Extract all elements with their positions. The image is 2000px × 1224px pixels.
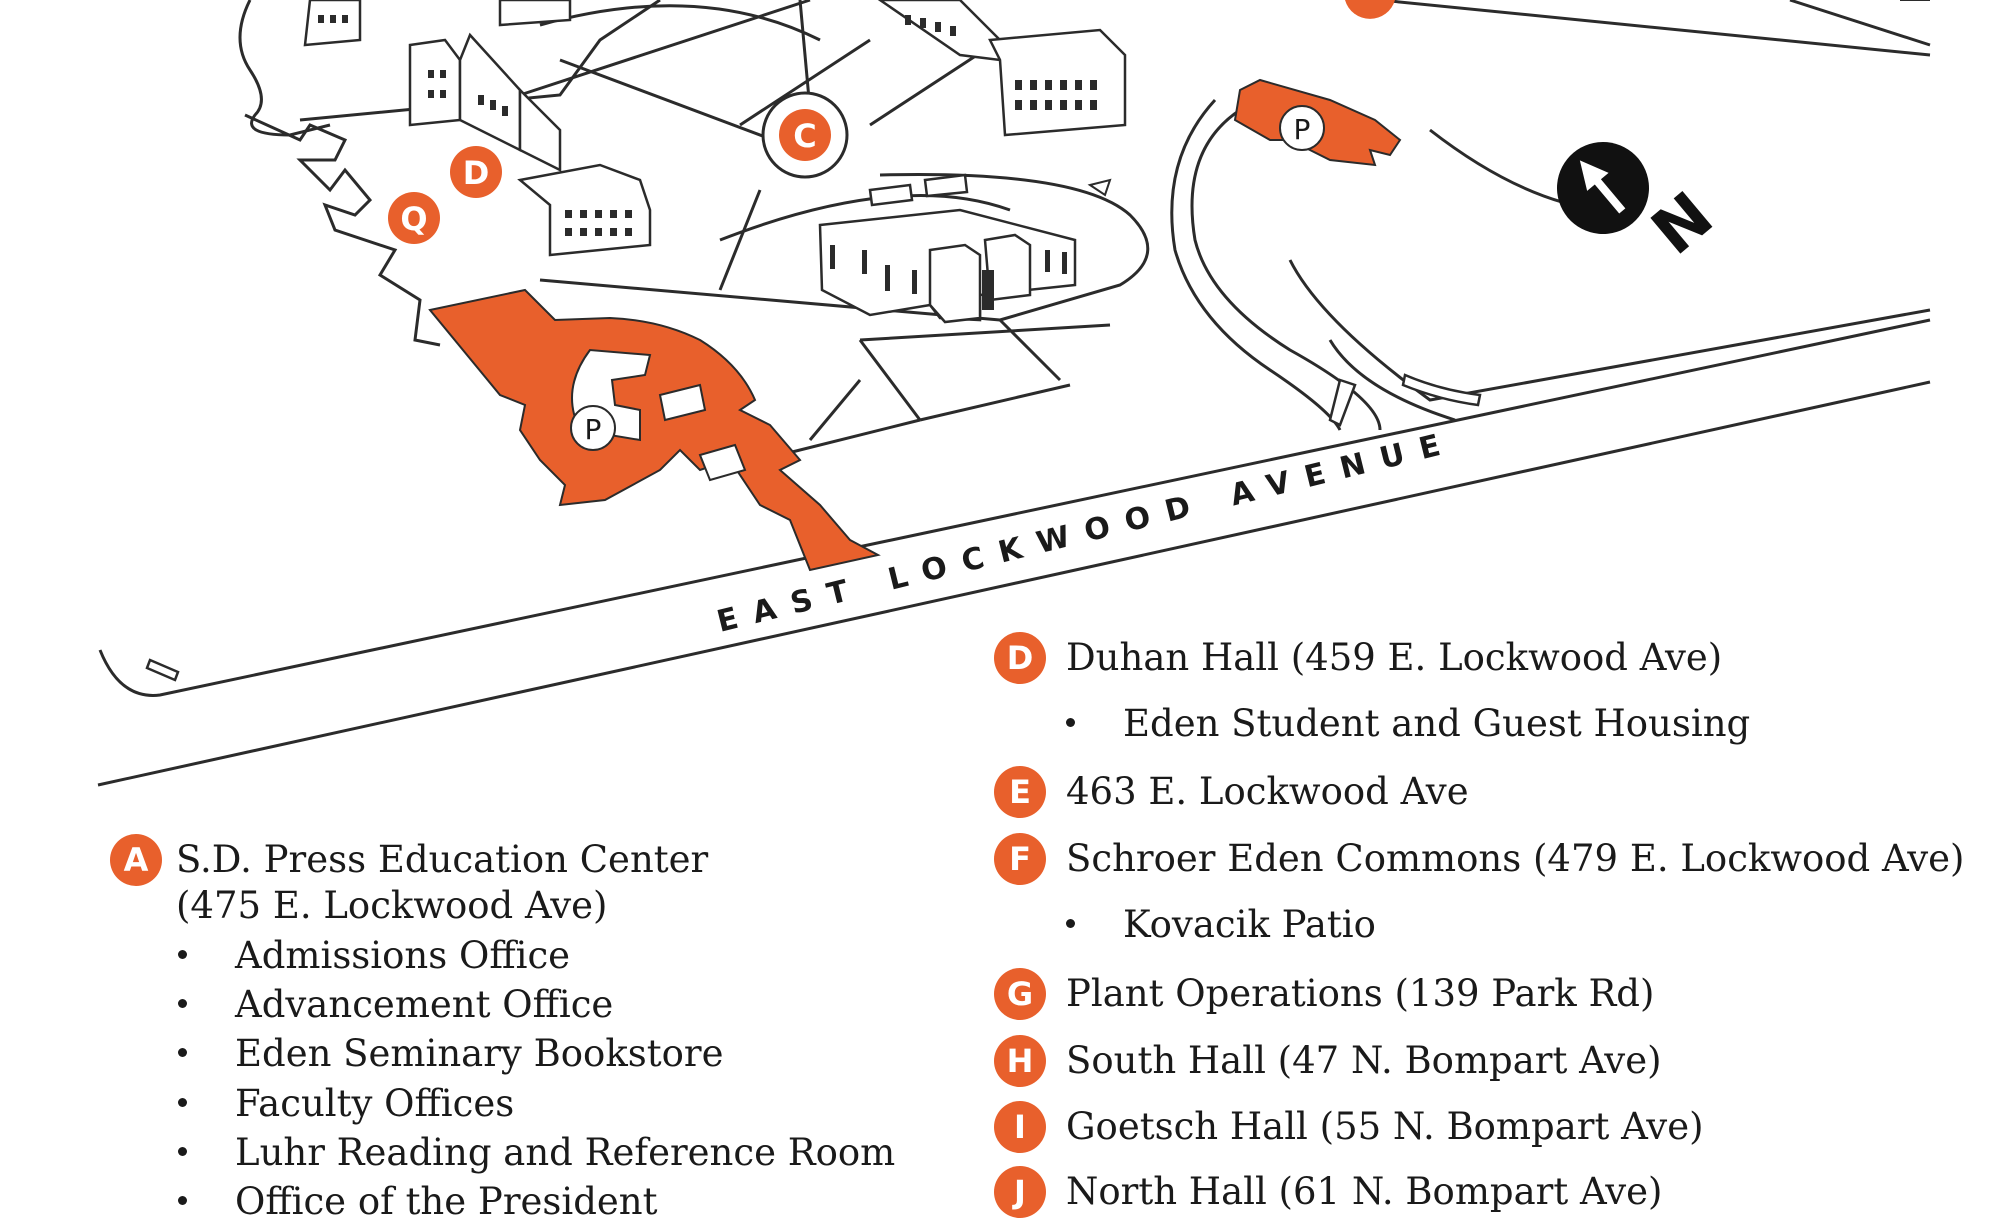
legend-letter-badge: H [994, 1035, 1046, 1087]
svg-text:D: D [463, 154, 490, 192]
legend-entry-name: Duhan Hall (459 E. Lockwood Ave) [1066, 636, 1723, 679]
parking-lot-south [428, 288, 881, 572]
legend-entry-name: Schroer Eden Commons (479 E. Lockwood Av… [1066, 837, 1965, 880]
legend-entry: G Plant Operations (139 Park Rd) [994, 968, 1654, 1020]
legend-letter-badge: G [994, 968, 1046, 1020]
legend-entry: H South Hall (47 N. Bompart Ave) [994, 1035, 1662, 1087]
parking-label: P [585, 413, 602, 446]
legend-entry: I Goetsch Hall (55 N. Bompart Ave) [994, 1101, 1704, 1153]
legend-bullet-item: Admissions Office [178, 934, 570, 978]
legend-entry-name: South Hall (47 N. Bompart Ave) [1066, 1039, 1662, 1082]
legend-letter-badge: J [994, 1166, 1046, 1218]
building-press-center [818, 173, 1077, 324]
legend-entry-name: 463 E. Lockwood Ave [1066, 770, 1469, 813]
campus-paths [238, 0, 1931, 457]
legend-letter-badge: A [110, 834, 162, 886]
legend-bullet-item: Eden Student and Guest Housing [1066, 702, 1750, 746]
north-arrow-icon [1557, 142, 1649, 234]
legend-bullet-item: Office of the President [178, 1180, 658, 1224]
legend-bullet-item: Advancement Office [178, 983, 613, 1027]
north-label: N [1639, 178, 1728, 269]
parking-label: P [1294, 113, 1311, 146]
map-marker: Q [388, 192, 440, 244]
legend-entry-name: North Hall (61 N. Bompart Ave) [1066, 1170, 1663, 1213]
parking-icon: P [570, 405, 616, 451]
legend-entry-name: S.D. Press Education Center [176, 838, 709, 881]
legend-letter-badge: F [994, 833, 1046, 885]
legend-letter-badge: D [994, 632, 1046, 684]
legend-entry-address: (475 E. Lockwood Ave) [176, 884, 608, 927]
legend-bullet-item: Eden Seminary Bookstore [178, 1032, 723, 1076]
building-north-row [303, 0, 1127, 137]
legend-entry-name: Goetsch Hall (55 N. Bompart Ave) [1066, 1105, 1704, 1148]
legend-entry: F Schroer Eden Commons (479 E. Lockwood … [994, 833, 1964, 885]
legend-entry: A S.D. Press Education Center [110, 834, 708, 886]
legend-entry: E 463 E. Lockwood Ave [994, 766, 1469, 818]
map-marker: C [779, 109, 831, 161]
legend-entry: D Duhan Hall (459 E. Lockwood Ave) [994, 632, 1722, 684]
legend-bullet-item: Kovacik Patio [1066, 903, 1376, 947]
legend-entry: J North Hall (61 N. Bompart Ave) [994, 1166, 1662, 1218]
legend-letter-badge: E [994, 766, 1046, 818]
parking-icon: P [1279, 105, 1325, 151]
campus-map: P P [97, 0, 1931, 787]
map-marker: D [450, 146, 502, 198]
campus-boundary [244, 113, 441, 347]
svg-text:C: C [793, 117, 816, 155]
legend-bullet-item: Faculty Offices [178, 1082, 514, 1126]
legend-bullet-item: Luhr Reading and Reference Room [178, 1131, 895, 1175]
lockwood-avenue-road [97, 318, 1931, 787]
svg-text:Q: Q [400, 200, 427, 238]
legend-letter-badge: I [994, 1101, 1046, 1153]
building-duhan-hall [408, 32, 652, 257]
legend-entry-name: Plant Operations (139 Park Rd) [1066, 972, 1655, 1015]
